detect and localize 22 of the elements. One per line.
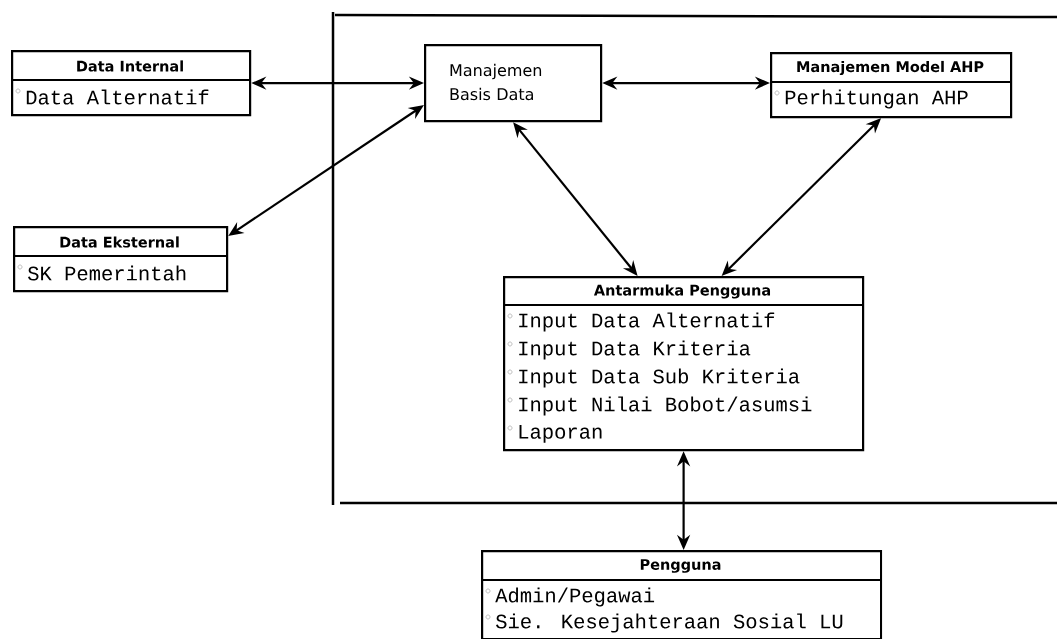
attribute-item: Perhitungan AHP [774,89,968,109]
attribute-item: Admin/Pegawai [485,587,655,607]
attribute-item: Sie. Kesejahteraan Sosial LU [485,613,843,633]
attribute-item: Input Data Kriteria [507,340,751,360]
attribute-item: Data Alternatif [15,88,209,105]
attribute-item: Input Nilai Bobot/asumsi [507,396,812,416]
class-title: Pengguna [640,559,721,573]
attribute-item: Input Data Alternatif [507,312,775,332]
class-box [481,550,883,639]
class-box [11,50,252,117]
class-title: Antarmuka Pengguna [593,284,770,299]
class-box [13,226,229,293]
class-box [770,52,1013,119]
attribute-item: Laporan [507,425,602,443]
class-box [503,276,865,452]
class-title: Data Internal [77,60,183,72]
attribute-item: SK Pemerintah [17,264,186,281]
process-box [424,44,603,123]
class-title: Manajemen Model AHP [797,60,984,76]
attribute-item: Input Data Sub Kriteria [507,368,800,388]
class-title: Data Eksternal [60,236,179,248]
box-label: Manajemen Basis Data [450,63,542,101]
